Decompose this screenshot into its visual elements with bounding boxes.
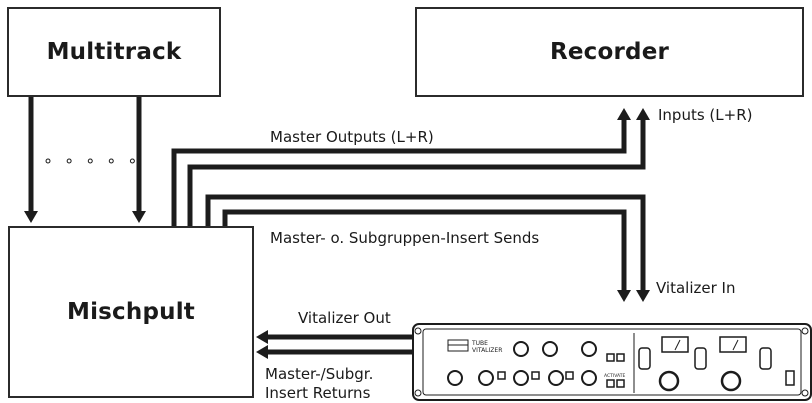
master-output-lines — [171, 118, 646, 226]
inputs-label: Inputs (L+R) — [658, 106, 753, 124]
vitalizer-in-arrowheads — [617, 290, 650, 302]
insert-send-lines — [205, 194, 646, 293]
more-tracks-ellipsis: ∘ ∘ ∘ ∘ ∘ — [43, 151, 141, 170]
device-brand-line2: VITALIZER — [472, 347, 502, 354]
device-brand-line1: TUBE — [471, 340, 488, 347]
insert-returns-label-line1: Master-/Subgr. — [265, 365, 374, 383]
device-activate-label: ACTIVATE — [604, 373, 625, 379]
recorder-input-arrowheads — [617, 108, 650, 120]
multitrack-to-mixer-arrows — [28, 97, 142, 214]
return-lines — [266, 334, 415, 355]
multitrack-title: Multitrack — [46, 39, 182, 65]
tube-vitalizer-device — [412, 323, 812, 401]
master-outputs-label: Master Outputs (L+R) — [270, 128, 434, 146]
multitrack-box: Multitrack — [7, 7, 221, 97]
mischpult-box: Mischpult — [8, 226, 254, 398]
vitalizer-in-label: Vitalizer In — [656, 279, 736, 297]
multitrack-arrowheads — [24, 211, 146, 223]
return-arrowheads — [256, 330, 268, 359]
recorder-box: Recorder — [415, 7, 804, 97]
mischpult-title: Mischpult — [67, 299, 195, 325]
vitalizer-out-label: Vitalizer Out — [298, 309, 391, 327]
insert-returns-label-line2: Insert Returns — [265, 384, 371, 402]
recorder-title: Recorder — [549, 39, 670, 65]
insert-sends-label: Master- o. Subgruppen-Insert Sends — [270, 229, 540, 247]
